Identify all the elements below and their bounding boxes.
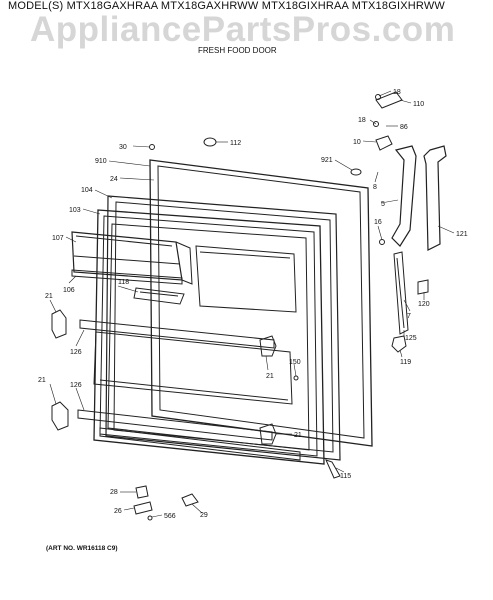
plug-button: [203, 137, 217, 147]
callout-21-upper-right: 21: [266, 373, 274, 380]
egg-bin: [133, 287, 185, 305]
callout-118: 118: [118, 279, 129, 286]
callout-21-lower-right: 21: [294, 432, 302, 439]
model-list: MODEL(S) MTX18GAXHRAA MTX18GAXHRWW MTX18…: [8, 0, 445, 12]
door-shelf-bar-upper: [79, 319, 275, 349]
callout-112: 112: [230, 140, 241, 147]
callout-119: 119: [400, 359, 411, 366]
door-shelf-bar-lower: [77, 409, 273, 441]
callout-566: 566: [164, 513, 176, 520]
callout-107: 107: [52, 235, 64, 242]
shelf-end-lower-left: [51, 401, 69, 431]
door-channel: [393, 251, 409, 335]
art-number: (ART NO. WR16118 C9): [46, 545, 118, 552]
callout-18-lower: 18: [358, 117, 366, 124]
callout-115: 115: [340, 473, 351, 480]
callout-150: 150: [289, 359, 301, 366]
callout-21-lower-left: 21: [38, 377, 46, 384]
hinge-bracket: [391, 145, 417, 247]
bottom-hinge: [391, 335, 407, 353]
door-gasket: [105, 195, 341, 461]
callout-104: 104: [81, 187, 93, 194]
callout-5: 5: [381, 201, 385, 208]
outer-door-panel: [149, 159, 373, 447]
callout-21-upper-left: 21: [45, 293, 53, 300]
callout-110: 110: [413, 101, 424, 108]
hinge-cover: [375, 91, 403, 109]
dairy-compartment: [71, 231, 183, 281]
dairy-door: [71, 269, 183, 285]
door-liner: [93, 209, 325, 465]
diagram-subtitle: FRESH FOOD DOOR: [198, 46, 277, 55]
callout-29: 29: [200, 512, 208, 519]
callout-16: 16: [374, 219, 382, 226]
callout-921: 921: [321, 157, 333, 164]
callout-103: 103: [69, 207, 81, 214]
gasket-strip: [325, 459, 341, 479]
callout-24: 24: [110, 176, 118, 183]
hinge: [375, 135, 393, 151]
callout-121: 121: [456, 231, 468, 238]
shelf-end-lower-right: [259, 423, 277, 445]
callout-120: 120: [418, 301, 430, 308]
callout-28: 28: [110, 489, 118, 496]
callout-18-upper: 18: [393, 89, 401, 96]
callout-126-lower: 126: [70, 382, 82, 389]
callout-86: 86: [400, 124, 408, 131]
callout-106: 106: [63, 287, 75, 294]
callout-10: 10: [353, 139, 361, 146]
callout-126-upper: 126: [70, 349, 82, 356]
callout-910: 910: [95, 158, 107, 165]
shelf-end-upper-right: [259, 335, 277, 357]
watermark: AppliancePartsPros.com: [30, 10, 456, 49]
callout-30: 30: [119, 144, 127, 151]
shelf-end-upper-left: [51, 309, 67, 339]
callout-8: 8: [373, 184, 377, 191]
callout-125: 125: [405, 335, 417, 342]
door-handle: [423, 145, 447, 251]
callout-26: 26: [114, 508, 122, 515]
callout-7: 7: [407, 313, 411, 320]
